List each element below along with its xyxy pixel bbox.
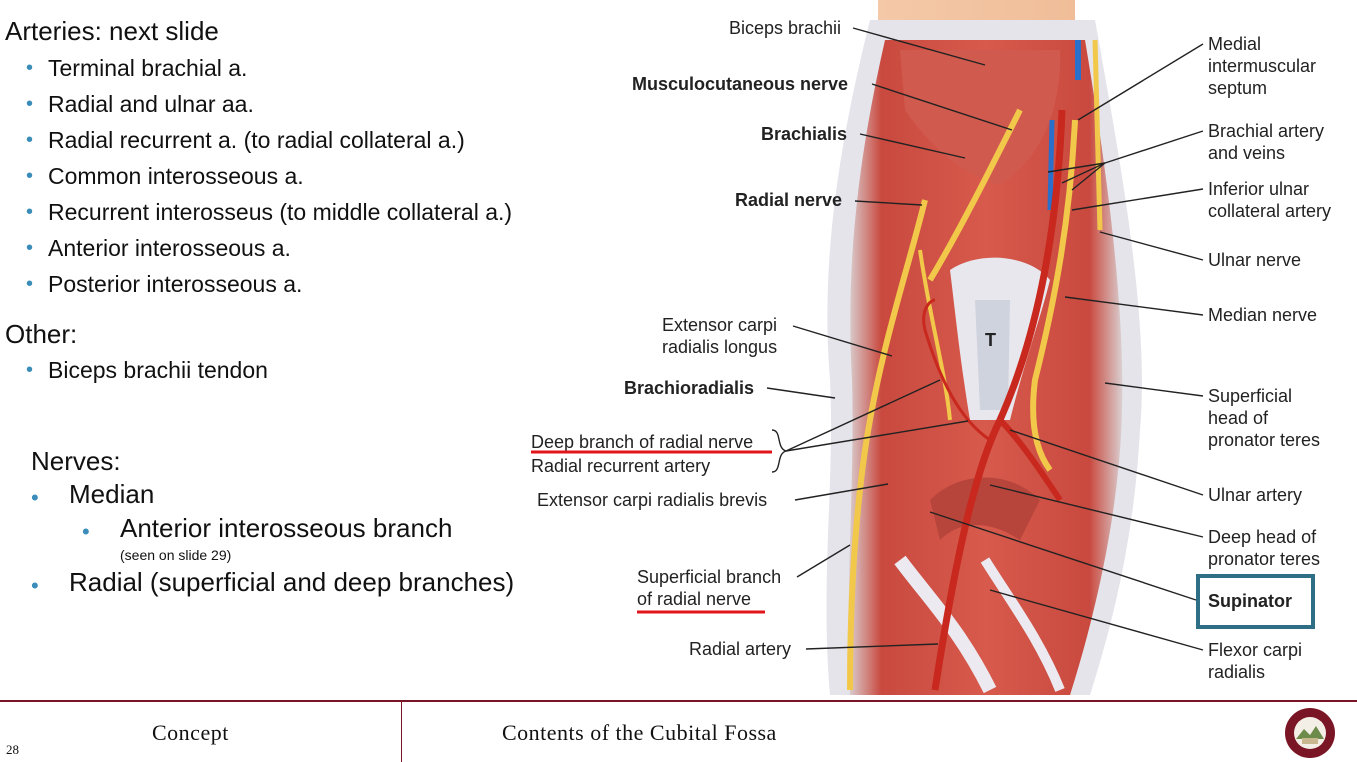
footer-rule <box>0 700 1357 702</box>
label-medial-septum-3: septum <box>1208 78 1267 98</box>
label-biceps-brachii: Biceps brachii <box>729 18 841 38</box>
list-item: Biceps brachii tendon <box>26 352 268 388</box>
label-ecrl-2: radialis longus <box>662 337 777 357</box>
other-heading: Other: <box>5 319 78 349</box>
label-ulnar-nerve: Ulnar nerve <box>1208 250 1301 270</box>
label-median-nerve: Median nerve <box>1208 305 1317 325</box>
label-inferior-ulnar-1: Inferior ulnar <box>1208 179 1309 199</box>
footer-section-label: Concept <box>152 720 229 745</box>
list-item: Terminal brachial a. <box>26 50 512 86</box>
median-nerve <box>1030 119 1078 472</box>
label-deep-pronator-1: Deep head of <box>1208 527 1317 547</box>
ulnar-artery <box>997 417 1063 502</box>
label-fcr-2: radialis <box>1208 662 1265 682</box>
label-supinator: Supinator <box>1208 591 1292 611</box>
university-logo <box>1285 708 1335 758</box>
bullet-icon: • <box>31 573 39 598</box>
list-item: Radial recurrent a. (to radial collatera… <box>26 122 512 158</box>
bullet-icon: • <box>82 519 90 544</box>
label-deep-pronator-2: pronator teres <box>1208 549 1320 569</box>
label-musculocutaneous-nerve: Musculocutaneous nerve <box>632 74 848 94</box>
list-item: Anterior interosseous a. <box>26 230 512 266</box>
list-item: Common interosseous a. <box>26 158 512 194</box>
label-fcr-1: Flexor carpi <box>1208 640 1302 660</box>
arteries-list: Terminal brachial a. Radial and ulnar aa… <box>26 50 512 302</box>
arteries-heading: Arteries: next slide <box>5 16 219 46</box>
label-superficial-branch-1: Superficial branch <box>637 567 781 587</box>
nerves-heading: Nerves: <box>31 446 121 476</box>
label-brachial-artery-1: Brachial artery <box>1208 121 1324 141</box>
label-deep-branch-radial-nerve: Deep branch of radial nerve <box>531 432 753 452</box>
radial-nerve <box>847 199 928 691</box>
label-inferior-ulnar-2: collateral artery <box>1208 201 1331 221</box>
musculocutaneous-nerve <box>927 108 1023 282</box>
label-radial-nerve: Radial nerve <box>735 190 842 210</box>
footer-title: Contents of the Cubital Fossa <box>502 720 777 745</box>
label-ulnar-artery: Ulnar artery <box>1208 485 1302 505</box>
nerve-note: (seen on slide 29) <box>120 547 232 563</box>
footer-divider <box>401 702 402 762</box>
brachial-artery <box>996 109 1066 422</box>
nerve-radial: Radial (superficial and deep branches) <box>69 567 515 597</box>
list-item: Posterior interosseous a. <box>26 266 512 302</box>
biceps-tendon <box>975 300 1010 410</box>
ulnar-nerve <box>1092 39 1103 231</box>
label-medial-septum-1: Medial <box>1208 34 1261 54</box>
supinator-highlight-box <box>1196 574 1315 629</box>
label-brachioradialis: Brachioradialis <box>624 378 754 398</box>
label-brachialis: Brachialis <box>761 124 847 144</box>
bullet-icon: • <box>31 485 39 510</box>
label-ecrb: Extensor carpi radialis brevis <box>537 490 767 510</box>
brachial-vein <box>1047 119 1055 211</box>
label-brachial-artery-2: and veins <box>1208 143 1285 163</box>
cubital-fossa-illustration: T Biceps brachii Musculocutaneous nerve … <box>531 0 1331 695</box>
label-radial-recurrent-artery: Radial recurrent artery <box>531 456 710 476</box>
label-superficial-pronator-3: pronator teres <box>1208 430 1320 450</box>
list-item: Radial and ulnar aa. <box>26 86 512 122</box>
fascia-stripe <box>980 557 1065 692</box>
radial-artery <box>931 418 1004 691</box>
other-list: Biceps brachii tendon <box>26 352 268 388</box>
label-medial-septum-2: intermuscular <box>1208 56 1316 76</box>
label-superficial-branch-2: of radial nerve <box>637 589 751 609</box>
nerve-median: Median <box>69 479 155 509</box>
radial-recurrent-artery <box>922 298 991 442</box>
nerve-anterior-branch: Anterior interosseous branch <box>120 513 453 543</box>
list-item: Recurrent interosseus (to middle collate… <box>26 194 512 230</box>
tendon-marker: T <box>985 330 996 350</box>
slide-number: 28 <box>6 742 19 757</box>
label-superficial-pronator-1: Superficial <box>1208 386 1292 406</box>
radial-nerve-deep <box>918 249 952 421</box>
label-superficial-pronator-2: head of <box>1208 408 1269 428</box>
biceps-muscle <box>900 50 1061 185</box>
supinator-muscle <box>930 477 1040 540</box>
label-radial-artery: Radial artery <box>689 639 791 659</box>
label-ecrl-1: Extensor carpi <box>662 315 777 335</box>
brace <box>771 429 789 473</box>
